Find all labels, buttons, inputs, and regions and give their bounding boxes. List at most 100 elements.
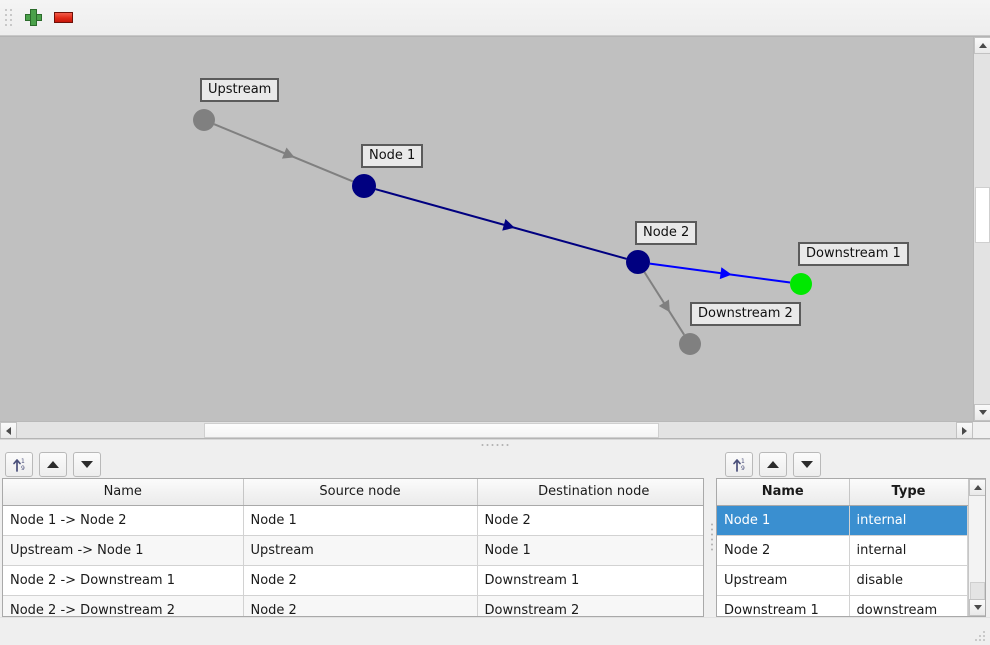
- sort-arrow-icon: 1 9: [12, 458, 25, 472]
- edge-node1-node2[interactable]: [375, 188, 627, 260]
- graph-node-node2[interactable]: [626, 250, 650, 274]
- canvas-vertical-scroll-thumb[interactable]: [975, 187, 990, 243]
- nodes-column-type[interactable]: Type: [849, 479, 968, 506]
- edge-name-cell[interactable]: Node 1 -> Node 2: [3, 505, 244, 536]
- minus-icon: [53, 12, 73, 23]
- scroll-down-button[interactable]: [974, 404, 990, 421]
- node-type-cell[interactable]: internal: [849, 535, 968, 566]
- triangle-down-icon: [81, 460, 93, 468]
- edge-arrow-node1-node2: [502, 219, 515, 231]
- triangle-down-icon: [973, 605, 982, 610]
- nodes-sort-button[interactable]: 1 9: [725, 451, 753, 477]
- edge-name-cell[interactable]: Node 2 -> Downstream 1: [3, 565, 244, 596]
- node-type-cell[interactable]: disable: [849, 565, 968, 596]
- edges-panel: 1 9 Name Source node: [0, 450, 707, 617]
- add-button[interactable]: [18, 3, 48, 33]
- svg-text:1: 1: [741, 458, 745, 465]
- triangle-right-icon: [962, 426, 967, 435]
- edge-upstream-node1[interactable]: [213, 123, 354, 183]
- node-label-node1[interactable]: Node 1: [361, 144, 424, 168]
- node-type-cell[interactable]: downstream: [849, 595, 968, 616]
- triangle-down-icon: [978, 410, 987, 415]
- node-label-node2[interactable]: Node 2: [635, 221, 698, 245]
- edge-source-cell[interactable]: Node 1: [243, 505, 478, 536]
- edge-source-cell[interactable]: Node 2: [243, 565, 478, 596]
- edges-sort-button[interactable]: 1 9: [5, 451, 33, 477]
- scroll-right-button[interactable]: [956, 422, 973, 438]
- bottom-panes: 1 9 Name Source node: [0, 450, 990, 617]
- node-name-cell[interactable]: Node 1: [717, 505, 850, 536]
- edge-destination-cell[interactable]: Downstream 2: [477, 595, 703, 616]
- edges-column-name[interactable]: Name: [3, 479, 244, 506]
- graph-node-node1[interactable]: [352, 174, 376, 198]
- main-toolbar: [0, 0, 990, 36]
- svg-text:9: 9: [21, 465, 25, 472]
- splitter-grip-icon: [710, 523, 713, 551]
- sort-arrow-icon: 1 9: [732, 458, 745, 472]
- edges-move-down-button[interactable]: [73, 451, 101, 477]
- canvas-horizontal-scroll-thumb[interactable]: [204, 423, 659, 438]
- triangle-left-icon: [6, 426, 11, 435]
- nodes-move-up-button[interactable]: [759, 451, 787, 477]
- remove-button[interactable]: [48, 3, 78, 33]
- nodes-table-scrollbar[interactable]: [968, 479, 985, 616]
- nodes-scroll-down-button[interactable]: [969, 599, 985, 616]
- plus-icon: [24, 9, 42, 26]
- edges-table[interactable]: Name Source node Destination node Node 1…: [3, 479, 703, 616]
- graph-diagram[interactable]: [0, 37, 990, 439]
- scroll-up-button[interactable]: [974, 37, 990, 54]
- canvas-horizontal-scrollbar[interactable]: [0, 421, 990, 438]
- nodes-scroll-up-button[interactable]: [969, 479, 985, 496]
- graph-node-downstream1[interactable]: [790, 273, 812, 295]
- vertical-splitter[interactable]: [707, 450, 716, 617]
- edge-source-cell[interactable]: Upstream: [243, 535, 478, 566]
- nodes-table-header-row: Name Type: [717, 479, 968, 506]
- edge-node2-downstream1[interactable]: [649, 262, 791, 284]
- edge-destination-cell[interactable]: Downstream 1: [477, 565, 703, 596]
- graph-node-downstream2[interactable]: [679, 333, 701, 355]
- edge-name-cell[interactable]: Upstream -> Node 1: [3, 535, 244, 566]
- edge-name-cell[interactable]: Node 2 -> Downstream 2: [3, 595, 244, 616]
- node-label-downstream1[interactable]: Downstream 1: [798, 242, 909, 266]
- scroll-left-button[interactable]: [0, 422, 17, 438]
- nodes-panel: 1 9 Name Type: [716, 450, 990, 617]
- canvas-vertical-scrollbar[interactable]: [973, 37, 990, 438]
- horizontal-splitter[interactable]: [0, 439, 990, 450]
- edge-destination-cell[interactable]: Node 2: [477, 505, 703, 536]
- triangle-up-icon: [973, 485, 982, 490]
- edges-move-up-button[interactable]: [39, 451, 67, 477]
- node-name-cell[interactable]: Downstream 1: [717, 595, 850, 616]
- edges-panel-toolbar: 1 9: [0, 450, 707, 478]
- nodes-move-down-button[interactable]: [793, 451, 821, 477]
- edges-table-container[interactable]: Name Source node Destination node Node 1…: [2, 478, 704, 617]
- toolbar-drag-handle[interactable]: [4, 7, 14, 29]
- nodes-column-name[interactable]: Name: [717, 479, 850, 506]
- edges-column-source[interactable]: Source node: [243, 479, 478, 506]
- edge-arrow-upstream-node1: [281, 147, 295, 159]
- node-label-downstream2[interactable]: Downstream 2: [690, 302, 801, 326]
- graph-node-upstream[interactable]: [193, 109, 215, 131]
- node-name-cell[interactable]: Node 2: [717, 535, 850, 566]
- node-label-upstream[interactable]: Upstream: [200, 78, 280, 102]
- triangle-up-icon: [978, 43, 987, 48]
- edges-column-destination[interactable]: Destination node: [477, 479, 703, 506]
- triangle-up-icon: [767, 460, 779, 468]
- nodes-panel-toolbar: 1 9: [716, 450, 990, 478]
- edge-destination-cell[interactable]: Node 1: [477, 535, 703, 566]
- node-type-cell[interactable]: internal: [849, 505, 968, 536]
- edge-source-cell[interactable]: Node 2: [243, 595, 478, 616]
- window-resize-grip-icon[interactable]: [975, 631, 987, 643]
- node-name-cell[interactable]: Upstream: [717, 565, 850, 596]
- edges-table-header-row: Name Source node Destination node: [3, 479, 703, 506]
